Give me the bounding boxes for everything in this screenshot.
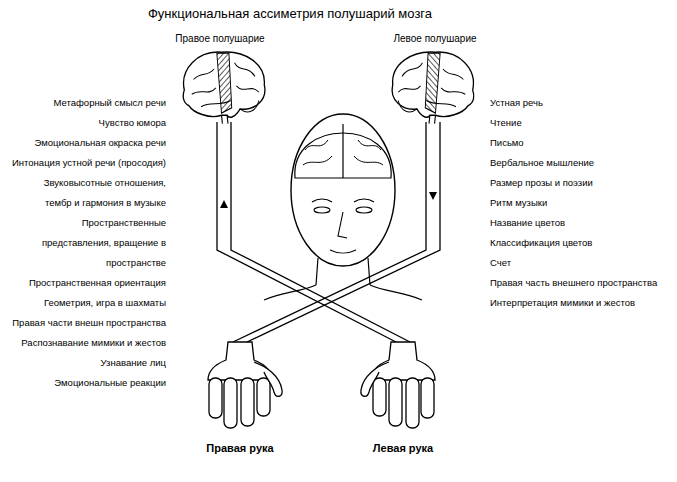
midline <box>342 124 343 178</box>
function-item: Распознавание мимики и жестов <box>2 333 166 353</box>
function-item: Вербальное мышление <box>490 153 673 173</box>
function-item: Метафорный смысл речи <box>2 93 166 113</box>
function-item: Чувство юмора <box>2 113 166 133</box>
function-list: Метафорный смысл речиЧувство юмораЭмоцио… <box>2 93 166 393</box>
function-item: Звуковысотные отношения, тембр и гармони… <box>34 173 166 213</box>
function-item: Правая части внешн пространства <box>2 313 166 333</box>
hand-label: Правая рука <box>180 442 300 454</box>
gyrus <box>303 140 383 165</box>
function-item: Счет <box>490 253 673 273</box>
eye <box>356 207 372 213</box>
function-item: Устная речь <box>490 93 673 113</box>
function-item: Эмоциональные реакции <box>2 373 166 393</box>
brain-right-hemisphere <box>183 52 265 124</box>
function-item: Правая часть внешнего пространства <box>490 273 673 293</box>
function-item: Интонация устной речи (просодия) <box>2 153 166 173</box>
hand-label: Левая рука <box>343 442 463 454</box>
diagram-title: Функциональная ассиметрия полушарий мозг… <box>90 6 490 21</box>
function-item: Письмо <box>490 133 673 153</box>
neck <box>316 258 370 285</box>
function-item: Пространственная ориентация <box>2 273 166 293</box>
mouth <box>330 250 356 253</box>
function-item: Интерпретация мимики и жестов <box>490 293 673 313</box>
hemisphere-label: Левое полушарие <box>375 33 495 44</box>
function-item: Узнавание лиц <box>2 353 166 373</box>
brow <box>312 199 374 202</box>
function-item: Размер прозы и поэзии <box>490 173 673 193</box>
left-hand <box>361 342 435 428</box>
brain-left-hemisphere <box>392 52 474 124</box>
function-item: Классификация цветов <box>490 233 673 253</box>
nose <box>338 212 347 238</box>
shoulders <box>264 285 422 300</box>
function-item: Эмоциональная окраска речи <box>2 133 166 153</box>
function-list: Устная речьЧтениеПисьмоВербальное мышлен… <box>490 93 673 313</box>
hemisphere-label: Правое полушарие <box>160 33 280 44</box>
right-hand <box>208 342 282 428</box>
pathway-arrow <box>220 200 228 208</box>
function-item: Название цветов <box>490 213 673 233</box>
pathway-arrow <box>429 192 437 200</box>
function-item: Ритм музыки <box>490 193 673 213</box>
head <box>291 114 395 266</box>
function-item: Геометрия, игра в шахматы <box>2 293 166 313</box>
function-item: Чтение <box>490 113 673 133</box>
function-item: Пространственные представления, вращение… <box>34 213 166 273</box>
eye <box>314 207 330 213</box>
